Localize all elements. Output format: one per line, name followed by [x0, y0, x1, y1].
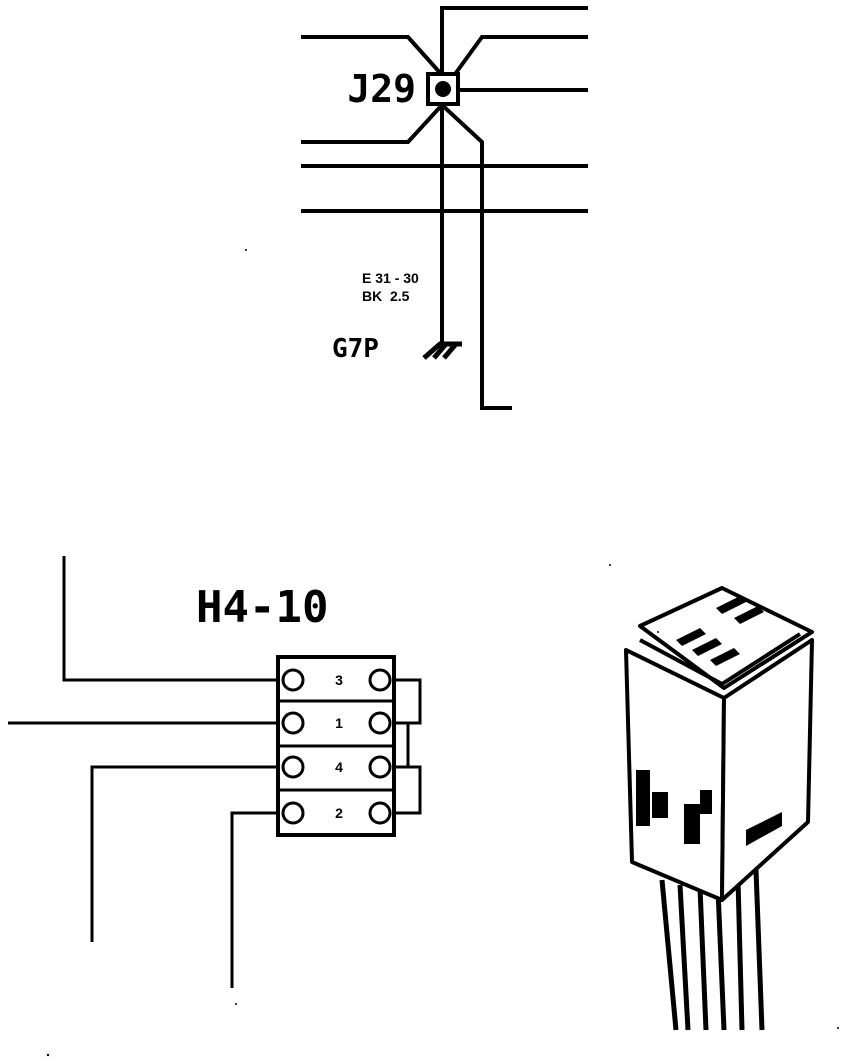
wire-upper-right: [439, 35, 588, 95]
wire-top: [440, 6, 588, 77]
splice-label: J29: [347, 67, 416, 111]
pin-number: 1: [335, 715, 343, 731]
wire-pin-2: [230, 811, 282, 988]
pin-row: 4: [281, 755, 392, 779]
scan-specks: [46, 249, 839, 1057]
wire-spec-label: BK 2.5: [362, 288, 410, 304]
pin-number: 4: [335, 759, 343, 775]
illustration-top: [638, 586, 814, 690]
jumper-upper: [392, 678, 422, 725]
pin-number: 2: [335, 805, 343, 821]
illustration-slots: [676, 596, 764, 666]
pin-row: 3: [281, 668, 392, 692]
connector-wires: [8, 556, 422, 988]
wire-lower-right: [439, 102, 512, 410]
ground-icon: [422, 341, 462, 360]
splice-dot: [435, 81, 451, 97]
wire-lower-left: [301, 102, 445, 144]
wire-upper-left: [301, 35, 445, 78]
pin-number: 3: [335, 672, 343, 688]
pin-row: 2: [281, 801, 392, 825]
illustration-right: [720, 638, 814, 902]
wire-pin-3: [62, 556, 282, 682]
jumper-lower: [392, 765, 422, 815]
illustration-lip: [639, 632, 802, 686]
wire-pin-4: [90, 765, 282, 942]
illustration-wires: [659, 869, 765, 1031]
connector-h4-10: 3 1 4 2: [276, 655, 396, 837]
connector-illustration: [624, 586, 814, 1031]
splice-j29: [426, 72, 460, 106]
splice-box: [426, 72, 460, 106]
connector-label: H4-10: [196, 582, 328, 633]
illustration-latches: [636, 770, 782, 846]
ground-label: G7P: [332, 334, 379, 364]
ground-g7p: G7P: [332, 334, 462, 364]
wire-circuit-label: E 31 - 30: [362, 270, 419, 286]
pin-row: 1: [281, 711, 392, 735]
